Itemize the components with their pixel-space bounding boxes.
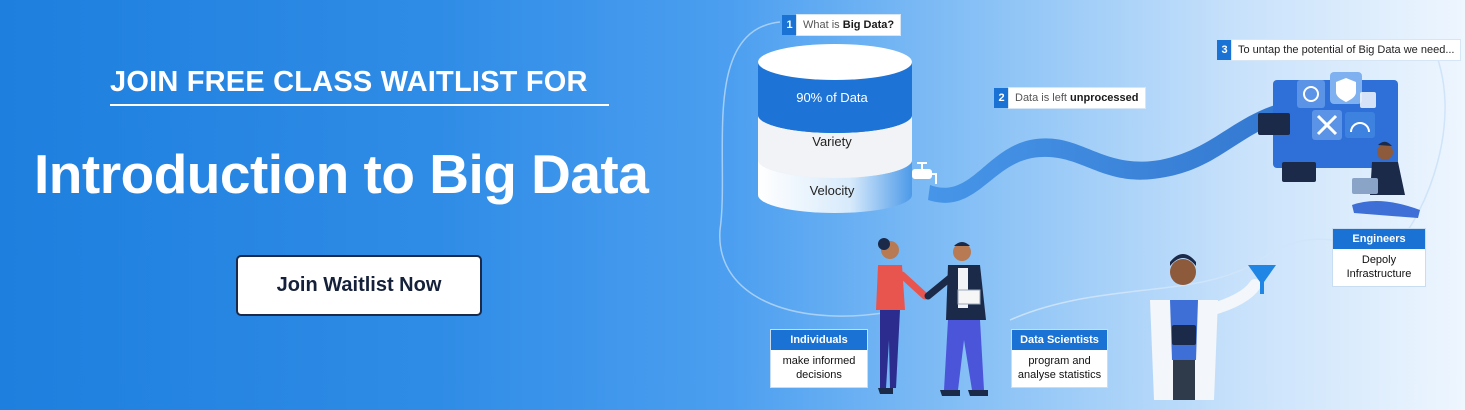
eyebrow-underline <box>110 104 609 106</box>
step-text: Data is left <box>1015 92 1067 104</box>
card-body: program and analyse statistics <box>1017 355 1102 381</box>
individuals-card: Individuals make informed decisions <box>771 330 867 387</box>
step-number: 3 <box>1217 40 1232 60</box>
tier-label-velocity: Velocity <box>810 183 855 198</box>
step-number: 2 <box>994 88 1009 108</box>
connector-line <box>719 21 901 317</box>
eyebrow-heading: JOIN FREE CLASS WAITLIST FOR <box>110 66 588 98</box>
step-1-callout: 1 What is Big Data? <box>782 15 901 35</box>
tier-label-volume: 90% of Data <box>796 90 868 105</box>
card-body: make informed decisions <box>782 355 856 381</box>
step-2-callout: 2 Data is left unprocessed <box>994 88 1145 108</box>
scientist-figure <box>1150 254 1276 400</box>
man-figure <box>924 242 988 396</box>
card-title: Engineers <box>1333 229 1425 249</box>
woman-figure <box>876 238 929 394</box>
card-title: Individuals <box>771 330 867 350</box>
data-stream-wave <box>928 105 1280 203</box>
page-title: Introduction to Big Data <box>34 143 649 205</box>
document-icon <box>957 289 981 305</box>
funnel-icon <box>1248 265 1276 294</box>
step-highlight: Big Data? <box>842 19 895 31</box>
database-cylinder: 90% of Data Variety Velocity <box>758 44 912 213</box>
step-text: To untap the potential of Big Data we ne… <box>1232 40 1461 60</box>
connector-line <box>1009 238 1351 321</box>
gear-icon <box>1297 80 1325 108</box>
step-highlight: unprocessed <box>1070 92 1139 104</box>
faucet-icon <box>912 162 937 184</box>
engineers-card: Engineers Depoly Infrastructure <box>1333 229 1425 286</box>
terminal-window <box>1282 162 1316 182</box>
tablet-icon <box>1172 325 1196 345</box>
dashboard-screen <box>1258 72 1398 182</box>
connector-line <box>1399 39 1446 241</box>
join-waitlist-button[interactable]: Join Waitlist Now <box>236 255 482 316</box>
card-body: Depoly Infrastructure <box>1346 254 1412 280</box>
terminal-window <box>1258 113 1290 135</box>
step-number: 1 <box>782 15 797 35</box>
laptop-icon <box>1352 178 1378 194</box>
engineer-figure <box>1352 141 1420 218</box>
tier-label-variety: Variety <box>812 134 852 149</box>
data-scientists-card: Data Scientists program and analyse stat… <box>1012 330 1107 387</box>
card-title: Data Scientists <box>1012 330 1107 350</box>
step-3-callout: 3 To untap the potential of Big Data we … <box>1217 40 1461 60</box>
gauge-icon <box>1345 112 1375 138</box>
step-text: What is <box>803 19 840 31</box>
